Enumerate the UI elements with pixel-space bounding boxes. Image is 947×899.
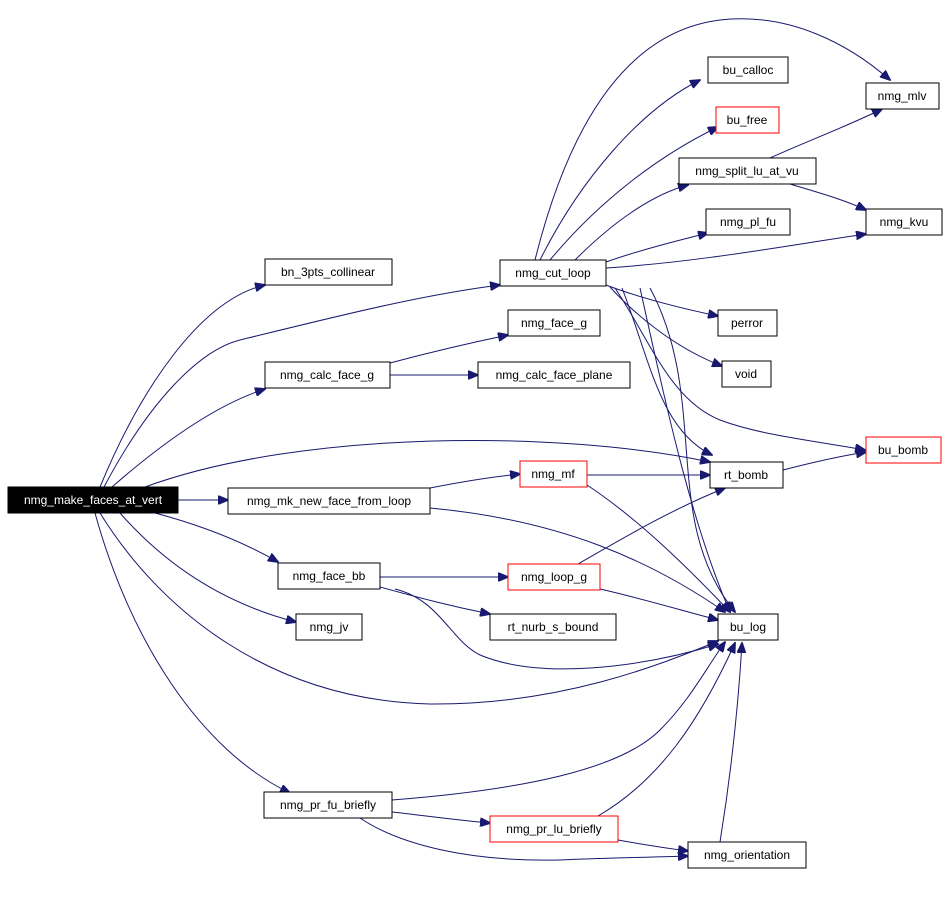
node-nmg-calc-face-plane[interactable]: nmg_calc_face_plane xyxy=(477,361,631,389)
node-label: rt_nurb_s_bound xyxy=(508,620,599,634)
edge-cut-loop-to-rt-bomb xyxy=(621,287,712,455)
node-label: nmg_cut_loop xyxy=(515,266,591,280)
node-label: nmg_jv xyxy=(310,620,349,634)
node-bu-free[interactable]: bu_free xyxy=(715,106,780,134)
node-nmg-make-faces-at-vert[interactable]: nmg_make_faces_at_vert xyxy=(7,486,179,514)
edge-root-to-bn-3pts-collinear xyxy=(99,285,265,488)
node-nmg-pl-fu[interactable]: nmg_pl_fu xyxy=(705,208,791,236)
edge-root-to-nmg-cut-loop xyxy=(103,285,500,488)
node-nmg-face-g[interactable]: nmg_face_g xyxy=(507,309,601,337)
edge-pr-lu-to-bu-log xyxy=(597,643,735,817)
edge-cut-loop-to-bu-log xyxy=(639,287,730,612)
edge-pr-fu-to-orientation xyxy=(359,817,688,860)
node-rt-bomb[interactable]: rt_bomb xyxy=(709,461,784,489)
node-label: bu_bomb xyxy=(878,443,928,457)
edge-cut-loop-to-nmg-pl-fu xyxy=(605,233,708,263)
node-bu-calloc[interactable]: bu_calloc xyxy=(707,56,789,84)
node-label: nmg_kvu xyxy=(880,215,929,229)
edge-split-lu-to-nmg-mlv xyxy=(769,109,882,159)
edge-split-lu-to-nmg-kvu xyxy=(789,183,866,210)
node-nmg-orientation[interactable]: nmg_orientation xyxy=(687,841,807,869)
node-bu-log[interactable]: bu_log xyxy=(717,613,779,641)
node-nmg-mk-new-face-from-loop[interactable]: nmg_mk_new_face_from_loop xyxy=(227,487,431,515)
edge-cut-loop-to-bu-log-2 xyxy=(649,287,735,612)
node-label: nmg_pr_fu_briefly xyxy=(280,798,376,812)
node-nmg-jv[interactable]: nmg_jv xyxy=(295,613,363,641)
node-label: nmg_face_g xyxy=(521,316,587,330)
node-nmg-loop-g[interactable]: nmg_loop_g xyxy=(507,563,601,591)
node-perror[interactable]: perror xyxy=(717,309,778,337)
edge-face-bb-to-rt-nurb xyxy=(379,586,490,614)
node-label: bu_calloc xyxy=(723,63,774,77)
node-label: bn_3pts_collinear xyxy=(281,265,375,279)
edges xyxy=(94,18,890,860)
node-nmg-mf[interactable]: nmg_mf xyxy=(519,460,588,488)
node-label: perror xyxy=(731,316,763,330)
edge-pr-fu-to-bu-log xyxy=(391,642,725,801)
node-label: nmg_make_faces_at_vert xyxy=(24,493,163,507)
node-nmg-kvu[interactable]: nmg_kvu xyxy=(865,208,943,236)
node-label: nmg_calc_face_plane xyxy=(496,368,613,382)
node-nmg-pr-lu-briefly[interactable]: nmg_pr_lu_briefly xyxy=(489,815,619,843)
edge-calc-face-g-to-nmg-face-g xyxy=(389,335,508,364)
edge-loop-g-to-bu-log xyxy=(599,588,718,620)
edge-pr-fu-to-pr-lu xyxy=(391,811,490,823)
node-label: nmg_face_bb xyxy=(293,569,366,583)
edge-cut-loop-to-nmg-mlv xyxy=(534,18,890,261)
edge-root-to-nmg-face-bb xyxy=(154,512,278,562)
node-nmg-face-bb[interactable]: nmg_face_bb xyxy=(277,562,381,590)
node-nmg-split-lu-at-vu[interactable]: nmg_split_lu_at_vu xyxy=(678,157,817,185)
edge-cut-loop-to-nmg-kvu xyxy=(605,234,866,269)
edge-rt-bomb-to-bu-bomb xyxy=(782,452,866,471)
node-label: bu_free xyxy=(727,113,768,127)
edge-loop-g-to-rt-bomb xyxy=(577,488,725,565)
node-rt-nurb-s-bound[interactable]: rt_nurb_s_bound xyxy=(489,613,617,641)
edge-orientation-to-bu-log xyxy=(719,643,742,843)
node-label: nmg_pr_lu_briefly xyxy=(506,822,601,836)
node-label: rt_bomb xyxy=(724,468,768,482)
node-void[interactable]: void xyxy=(721,360,772,388)
node-nmg-pr-fu-briefly[interactable]: nmg_pr_fu_briefly xyxy=(263,791,393,819)
edge-cut-loop-to-void xyxy=(609,286,722,366)
edge-cut-loop-to-bu-bomb xyxy=(614,287,865,450)
edge-cut-loop-to-bu-free xyxy=(549,127,718,261)
node-label: nmg_mk_new_face_from_loop xyxy=(247,494,411,508)
edge-face-bb-to-bu-log xyxy=(394,588,718,670)
node-label: nmg_calc_face_g xyxy=(280,368,374,382)
node-label: nmg_pl_fu xyxy=(720,215,776,229)
edge-root-to-bu-log xyxy=(99,512,718,705)
node-nmg-cut-loop[interactable]: nmg_cut_loop xyxy=(499,259,607,287)
node-label: void xyxy=(735,367,757,381)
edge-mk-new-face-to-nmg-mf xyxy=(429,474,520,489)
node-nmg-calc-face-g[interactable]: nmg_calc_face_g xyxy=(264,361,391,389)
edge-pr-lu-to-orientation xyxy=(617,839,688,851)
node-label: nmg_orientation xyxy=(704,848,790,862)
edge-root-to-nmg-calc-face-g xyxy=(111,389,265,488)
node-bn-3pts-collinear[interactable]: bn_3pts_collinear xyxy=(264,258,393,286)
edge-mk-new-face-to-bu-log xyxy=(429,507,725,612)
edge-root-to-nmg-jv xyxy=(119,512,296,622)
node-label: nmg_split_lu_at_vu xyxy=(695,164,798,178)
edge-nmg-mf-to-bu-log xyxy=(586,484,730,612)
node-bu-bomb[interactable]: bu_bomb xyxy=(865,436,942,464)
edge-root-to-nmg-pr-fu-briefly xyxy=(94,512,290,793)
node-label: nmg_mlv xyxy=(878,89,927,103)
node-label: nmg_loop_g xyxy=(521,570,587,584)
nodes: nmg_make_faces_at_vert bn_3pts_collinear… xyxy=(7,56,943,869)
edge-cut-loop-to-perror xyxy=(605,284,718,316)
node-label: nmg_mf xyxy=(531,467,575,481)
node-label: bu_log xyxy=(730,620,766,634)
edge-cut-loop-to-split-lu xyxy=(574,185,688,261)
node-nmg-mlv[interactable]: nmg_mlv xyxy=(865,82,940,110)
edge-root-to-rt-bomb xyxy=(144,439,710,488)
edge-cut-loop-to-bu-calloc xyxy=(539,80,700,261)
